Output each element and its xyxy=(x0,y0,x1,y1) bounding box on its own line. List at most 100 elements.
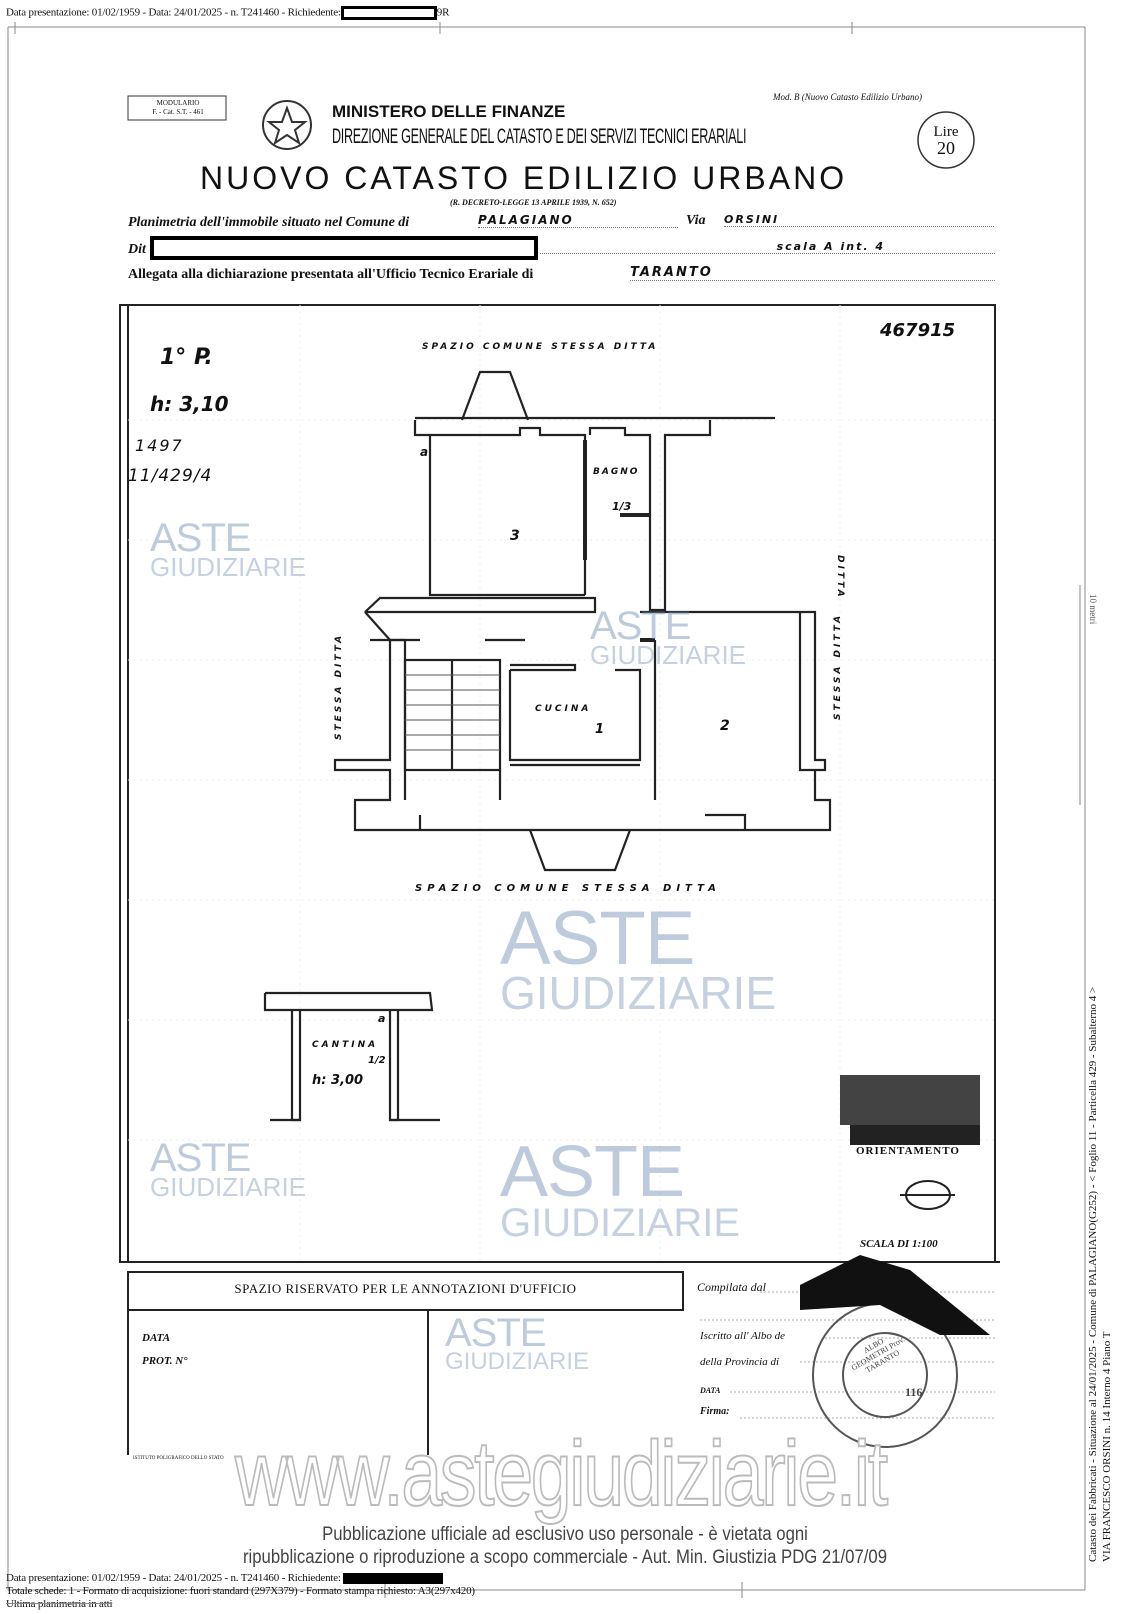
redaction-signature xyxy=(800,1255,990,1335)
publication-notice-1: Pubblicazione ufficiale ad esclusivo uso… xyxy=(322,1524,808,1545)
redaction xyxy=(340,6,437,20)
cantina-a-mark: a xyxy=(378,1012,388,1025)
ref-1: 1497 xyxy=(135,436,184,455)
watermark-giudiziarie-text: GIUDIZIARIE xyxy=(150,552,307,582)
side-info-2: VIA FRANCESCO ORSINI n. 14 Interno 4 Pia… xyxy=(1101,1331,1113,1562)
firma-label: Firma: xyxy=(700,1406,730,1417)
via-value: ORSINI xyxy=(724,213,994,227)
redaction-ditta xyxy=(150,236,538,260)
stessa-ditta-left: STESSA DITTA xyxy=(334,632,344,740)
cucina-label: CUCINA xyxy=(535,704,592,714)
footer-line-1: Data presentazione: 01/02/1959 - Data: 2… xyxy=(6,1572,341,1584)
stamp-number: 116 xyxy=(905,1385,923,1399)
watermark-giudiziarie-text: GIUDIZIARIE xyxy=(445,1348,590,1375)
cantina-walls xyxy=(263,991,440,1122)
decree: (R. DECRETO-LEGGE 13 APRILE 1939, N. 652… xyxy=(450,198,617,207)
room-2-label: 2 xyxy=(720,718,732,734)
modulario-box xyxy=(127,95,227,121)
planimetria-label: Planimetria dell'immobile situato nel Co… xyxy=(128,215,410,230)
stamp-circle xyxy=(917,111,975,169)
watermark-aste-text: ASTE xyxy=(500,896,696,981)
footer-line-3: Ultima planimetria in atti xyxy=(6,1598,113,1610)
annotations-title: SPAZIO RISERVATO PER LE ANNOTAZIONI D'UF… xyxy=(234,1281,577,1296)
plan-number: 467915 xyxy=(880,320,956,341)
annotations-box xyxy=(127,1271,684,1455)
scale-side-label: 10 metri xyxy=(1088,594,1098,625)
watermark-aste-text: ASTE xyxy=(445,1311,546,1355)
bagno-num: 1/3 xyxy=(612,500,632,513)
scala-label: SCALA DI 1:100 xyxy=(860,1238,938,1250)
emblem-icon xyxy=(262,100,312,150)
direzione: DIREZIONE GENERALE DEL CATASTO E DEI SER… xyxy=(332,125,747,148)
printer-label: ISTITUTO POLIGRAFICO DELLO STATO xyxy=(133,1456,224,1461)
watermark-giudiziarie-text: GIUDIZIARIE xyxy=(500,1200,741,1245)
ministero: MINISTERO DELLE FINANZE xyxy=(332,102,566,121)
ditta-label: Dit xyxy=(128,242,146,257)
form-title: NUOVO CATASTO EDILIZIO URBANO xyxy=(200,160,848,196)
spazio-top: SPAZIO COMUNE STESSA DITTA xyxy=(422,342,659,352)
orientamento-label: ORIENTAMENTO xyxy=(856,1145,960,1157)
modulario: MODULARIO F. - Cat. S.T. - 461 xyxy=(130,99,226,117)
redaction-footer xyxy=(342,1572,443,1584)
orientation-icon xyxy=(900,1180,955,1210)
cantina-label: CANTINA xyxy=(312,1040,379,1050)
publication-notice-2: ripubblicazione o riproduzione a scopo c… xyxy=(242,1547,888,1568)
watermark-giudiziarie-text: GIUDIZIARIE xyxy=(150,1172,307,1202)
mod-b: Mod. B (Nuovo Catasto Edilizio Urbano) xyxy=(773,92,922,102)
stessa-ditta-right: STESSA DITTA xyxy=(833,612,843,720)
stamp-lire: Lire 20 xyxy=(926,124,966,158)
ufficio-value: TARANTO xyxy=(630,265,995,281)
footer-line-2: Totale schede: 1 - Formato di acquisizio… xyxy=(6,1585,475,1597)
header-suffix: 9R xyxy=(436,6,450,19)
provincia-label: della Provincia di xyxy=(700,1356,780,1368)
side-info-1: Catasto dei Fabbricati - Situazione al 2… xyxy=(1087,986,1099,1562)
room-3-label: 3 xyxy=(510,528,522,544)
cantina-num: 1/2 xyxy=(368,1055,386,1066)
compilata-label: Compilata dal xyxy=(697,1280,767,1294)
header-text: Data presentazione: 01/02/1959 - Data: 2… xyxy=(6,6,341,19)
via-label: Via xyxy=(686,213,706,228)
header-line: Data presentazione: 01/02/1959 - Data: 2… xyxy=(6,6,449,20)
plan-frame xyxy=(119,304,1000,1263)
modulario-code: F. - Cat. S.T. - 461 xyxy=(152,108,204,116)
barcode xyxy=(840,1075,980,1145)
stairs xyxy=(405,674,500,751)
cucina-num: 1 xyxy=(595,722,607,737)
watermark-aste-text: ASTE xyxy=(500,1132,685,1212)
modulario-label: MODULARIO xyxy=(156,99,200,107)
walls xyxy=(333,370,832,872)
annotations-data: DATA xyxy=(142,1332,171,1344)
ref-2: 11/429/4 xyxy=(128,466,213,486)
footer-line-1-row: Data presentazione: 01/02/1959 - Data: 2… xyxy=(6,1572,443,1585)
grid-lines xyxy=(128,305,995,1262)
watermark-giudiziarie-text: GIUDIZIARIE xyxy=(590,640,747,670)
watermark-aste-text: ASTE xyxy=(590,604,691,648)
data-right-label: DATA xyxy=(700,1386,721,1395)
watermark-aste-text: ASTE xyxy=(150,1136,251,1180)
iscritto-label: Iscritto all' Albo de xyxy=(700,1330,785,1342)
annotations-prot: PROT. N° xyxy=(142,1355,188,1367)
comune-value: PALAGIANO xyxy=(478,213,678,228)
allegata-label: Allegata alla dichiarazione presentata a… xyxy=(128,267,534,282)
watermark-aste-text: ASTE xyxy=(150,516,251,560)
watermark-site: www.astegiudiziarie.it xyxy=(234,1423,889,1525)
stamp-value: 20 xyxy=(937,138,955,158)
ditta-right: DITTA xyxy=(835,555,845,600)
spazio-bottom: SPAZIO COMUNE STESSA DITTA xyxy=(415,883,721,894)
height-label: h: 3,10 xyxy=(150,392,229,416)
a-mark: a xyxy=(420,445,431,459)
outer-frame xyxy=(7,22,1086,1598)
stamp-lire-label: Lire xyxy=(933,124,959,140)
floor-label: 1° P. xyxy=(160,345,213,370)
bagno-label: BAGNO xyxy=(593,467,640,477)
watermark-giudiziarie-text: GIUDIZIARIE xyxy=(500,967,777,1020)
scala-int-value: scala A int. 4 xyxy=(540,240,995,254)
cantina-height: h: 3,00 xyxy=(312,1073,364,1088)
